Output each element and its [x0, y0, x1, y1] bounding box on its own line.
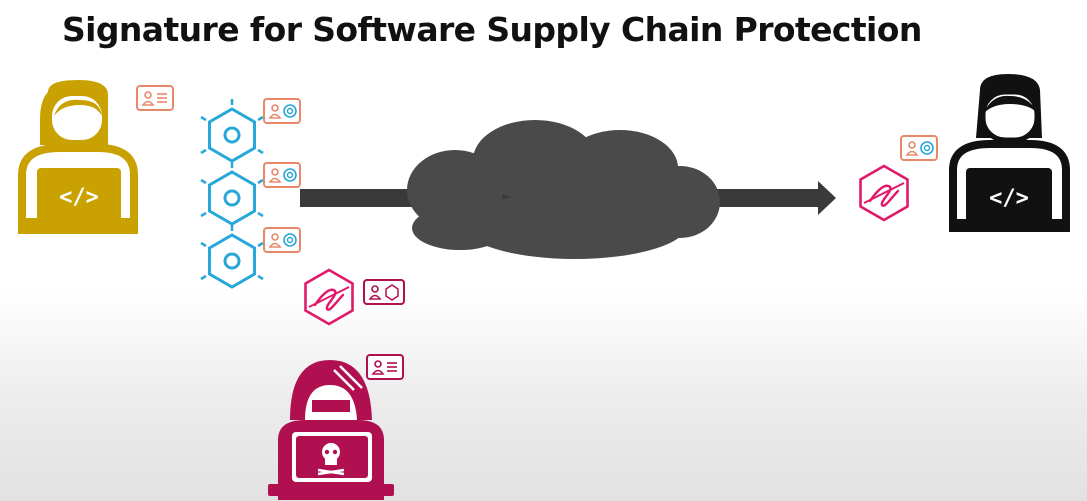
artifact-id-card-icon: [263, 98, 301, 124]
consumer-laptop-icon: </>: [949, 74, 1070, 232]
attacker-id-card-icon: [363, 279, 405, 305]
consumer-id-card-icon: [900, 135, 938, 161]
developer-id-card-icon: [136, 85, 174, 111]
artifact-id-card-icon: [263, 162, 301, 188]
signed-hexagon-icon: [859, 164, 909, 222]
consumer-code-symbol: </>: [989, 186, 1029, 211]
artifact-id-card-icon: [263, 227, 301, 253]
hexagon-artifact-icon: [199, 97, 265, 163]
signed-hexagon-icon: [304, 268, 354, 326]
hexagon-artifact-icon: [199, 223, 265, 289]
page-title: Signature for Software Supply Chain Prot…: [62, 10, 922, 49]
hooded-attacker-icon: [268, 360, 394, 500]
attacker-id-card-icon: [366, 354, 404, 380]
developer-laptop-icon: </>: [18, 80, 138, 234]
developer-code-symbol: </>: [59, 185, 99, 210]
cloud-icon: [407, 120, 720, 259]
hexagon-artifact-icon: [199, 160, 265, 226]
